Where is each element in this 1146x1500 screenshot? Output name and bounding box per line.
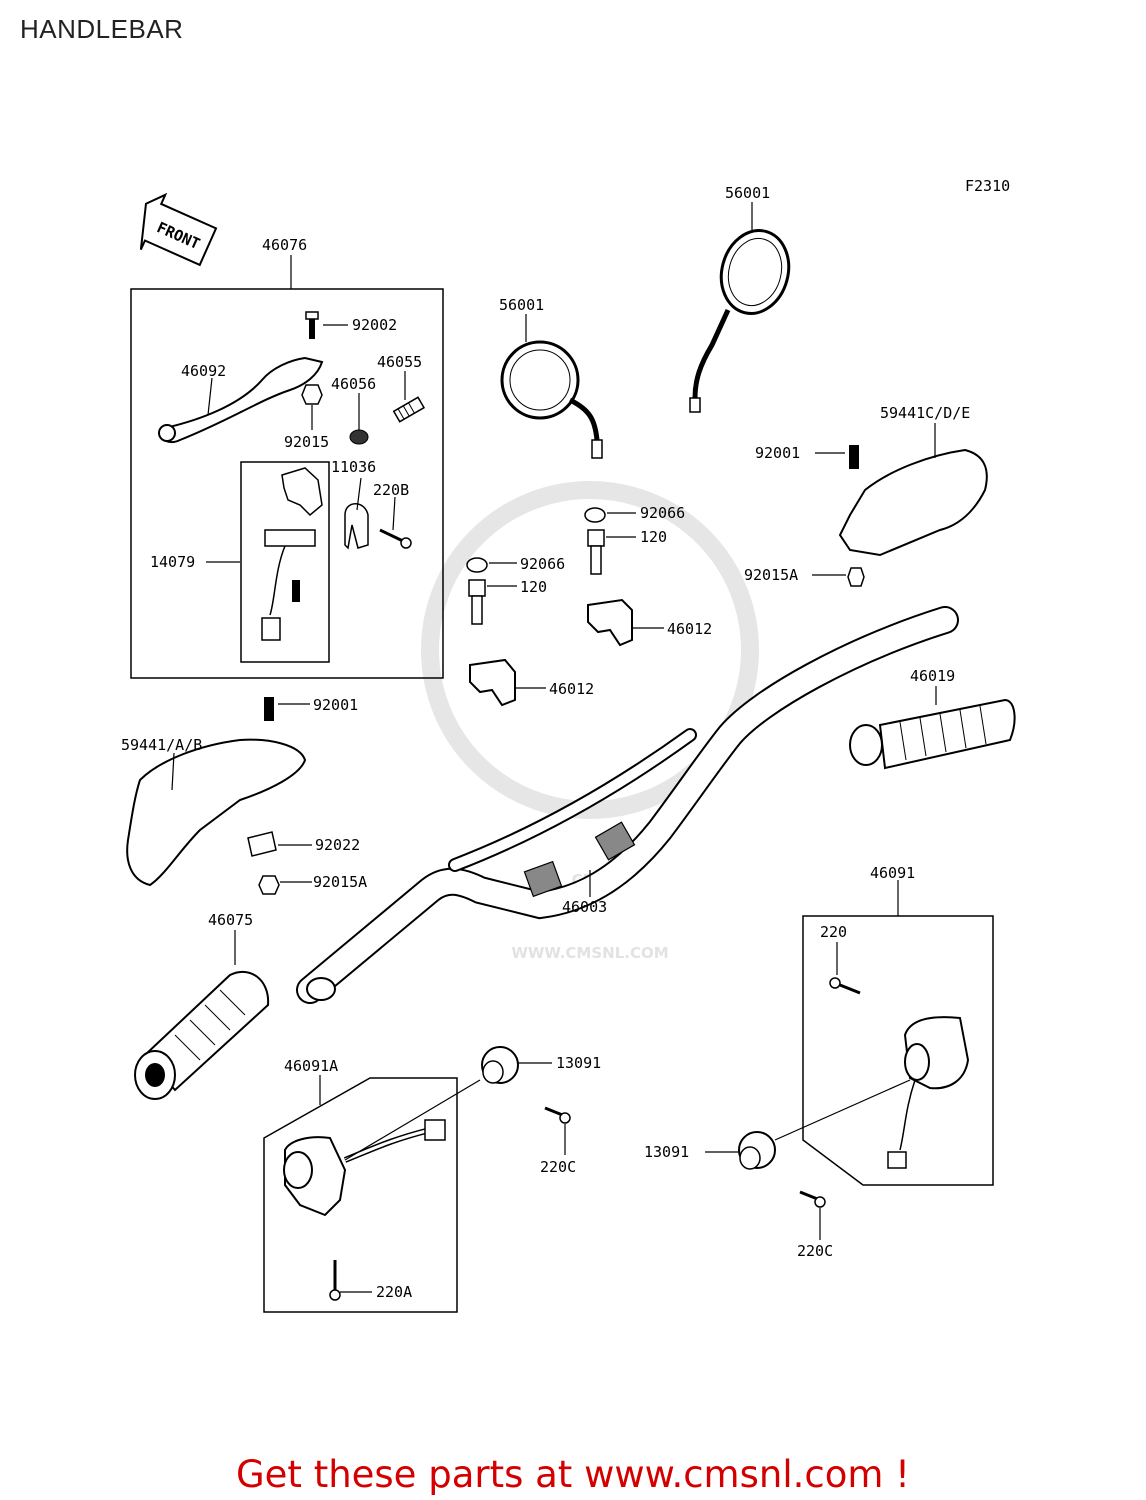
- nut-92015-icon: [301, 384, 323, 405]
- leader-lines-left-guard: [171, 703, 312, 883]
- lever-46092-icon: [158, 356, 324, 443]
- label-220: 220: [820, 923, 847, 941]
- leader-lines-left-switch: [340, 1062, 566, 1293]
- bolt-holder-parts: [466, 507, 633, 707]
- label-11036: 11036: [331, 458, 376, 476]
- label-46012-upper: 46012: [667, 620, 712, 638]
- bolt-92002-icon: [305, 311, 319, 339]
- leader-lines-right-guard: [812, 423, 936, 576]
- watermark-url: WWW.CMSNL.COM: [511, 944, 668, 962]
- label-120-lower: 120: [520, 578, 547, 596]
- label-13091-right: 13091: [644, 1143, 689, 1161]
- switch-46091A-assembly: [263, 1075, 458, 1313]
- handguard-left-icon: [126, 697, 307, 895]
- label-46091: 46091: [870, 864, 915, 882]
- footer-link[interactable]: Get these parts at www.cmsnl.com !: [235, 1453, 910, 1496]
- mirror-left-icon: [500, 340, 603, 459]
- label-92015: 92015: [284, 433, 329, 451]
- grip-46019-icon: [849, 698, 1016, 770]
- label-220A: 220A: [376, 1283, 412, 1301]
- label-46003: 46003: [562, 898, 607, 916]
- lever-holder-icon: [281, 467, 323, 517]
- label-220C-left: 220C: [540, 1158, 576, 1176]
- handguard-right-icon: [838, 445, 988, 587]
- switch-14079-icon: [261, 529, 316, 641]
- label-46076: 46076: [262, 236, 307, 254]
- leader-lines-right-switch: [705, 1079, 911, 1240]
- label-56001-right: 56001: [725, 184, 770, 202]
- label-92066-lower: 92066: [520, 555, 565, 573]
- label-14079: 14079: [150, 553, 195, 571]
- clamp-11036-icon: [344, 503, 369, 550]
- label-92015A-right: 92015A: [744, 566, 798, 584]
- clamp-13091-right-icon: [738, 1131, 826, 1208]
- washer-46056-icon: [349, 429, 369, 445]
- label-59441AB: 59441/A/B: [121, 736, 202, 754]
- label-92015A-left: 92015A: [313, 873, 367, 891]
- part-labels: 46076 92002 46092 46055 46056 92015 1103…: [121, 184, 970, 1301]
- label-46019: 46019: [910, 667, 955, 685]
- label-92022: 92022: [315, 836, 360, 854]
- label-46056: 46056: [331, 375, 376, 393]
- label-92066-upper: 92066: [640, 504, 685, 522]
- adjuster-46055-icon: [392, 396, 426, 423]
- clamp-13091-left-icon: [481, 1046, 571, 1124]
- label-92001-left: 92001: [313, 696, 358, 714]
- handlebar-46003-icon: [296, 606, 959, 1004]
- label-46012-lower: 46012: [549, 680, 594, 698]
- switch-46091-assembly: [802, 880, 994, 1186]
- clutch-lever-assembly: [130, 255, 444, 679]
- label-46075: 46075: [208, 911, 253, 929]
- label-220C-right: 220C: [797, 1242, 833, 1260]
- screw-220B-icon: [379, 528, 412, 549]
- label-220B: 220B: [373, 481, 409, 499]
- figure-code: F2310: [965, 177, 1010, 195]
- front-arrow-icon: FRONT: [139, 192, 218, 267]
- label-56001-left: 56001: [499, 296, 544, 314]
- label-92001-right: 92001: [755, 444, 800, 462]
- label-92002: 92002: [352, 316, 397, 334]
- leader-lines-left: [206, 324, 406, 563]
- grip-46075-icon: [134, 970, 270, 1100]
- leader-lines-holders: [487, 512, 664, 689]
- label-59441CDE: 59441C/D/E: [880, 404, 970, 422]
- label-120-upper: 120: [640, 528, 667, 546]
- mirror-right-icon: [689, 229, 791, 413]
- page-title: HANDLEBAR: [20, 14, 184, 44]
- label-46091A: 46091A: [284, 1057, 338, 1075]
- label-46055: 46055: [377, 353, 422, 371]
- label-13091-left: 13091: [556, 1054, 601, 1072]
- label-46092: 46092: [181, 362, 226, 380]
